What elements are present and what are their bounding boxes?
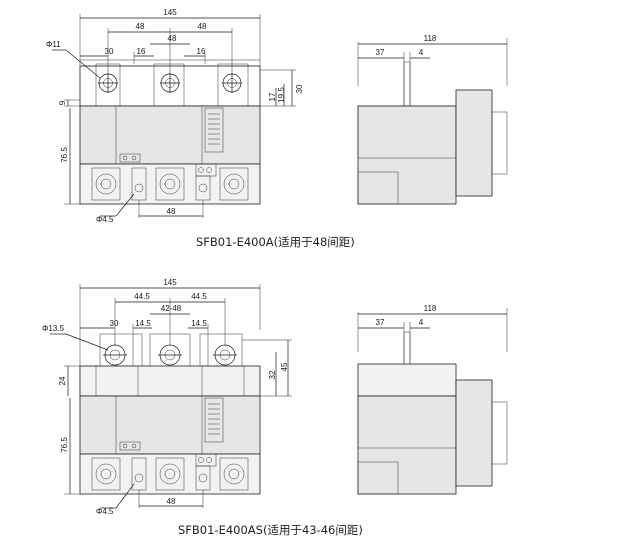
- dim-spacing-42-48: 42-48: [161, 304, 182, 313]
- dim-spacing-48: 48: [136, 22, 145, 31]
- dim-bottom-48: 48: [167, 207, 176, 216]
- dim-height-76-5: 76.5: [60, 147, 69, 163]
- dim-offset-14-5: 14.5: [191, 319, 207, 328]
- dim-side-4: 4: [419, 48, 424, 57]
- dim-left-9: 9: [58, 100, 67, 105]
- dim-side-37: 37: [376, 318, 385, 327]
- dim-spacing-48: 48: [198, 22, 207, 31]
- dim-height-76-5: 76.5: [60, 437, 69, 453]
- caption-view-a: SFB01-E400A(适用于48间距): [196, 235, 355, 249]
- dim-hole-diameter: Φ13.5: [42, 324, 65, 333]
- dim-right-32: 32: [268, 370, 277, 379]
- dim-offset-30: 30: [105, 47, 114, 56]
- dim-right-30: 30: [295, 84, 304, 93]
- dim-right-19-5: 19.5: [277, 87, 286, 103]
- dim-side-4: 4: [419, 318, 424, 327]
- dim-offset-30: 30: [110, 319, 119, 328]
- dim-small-hole: Φ4.5: [96, 507, 114, 516]
- dim-spacing-44-5: 44.5: [191, 292, 207, 301]
- dim-right-17: 17: [268, 92, 277, 101]
- dim-spacing-44-5: 44.5: [134, 292, 150, 301]
- dim-offset-16: 16: [137, 47, 146, 56]
- front-view-a: 145 48 48 48 30 16 16 Φ11 9 17 19.5 30 7…: [46, 8, 304, 224]
- dim-width-145: 145: [163, 8, 177, 17]
- front-view-as: 145 44.5 44.5 42-48 30 14.5 14.5 Φ13.5 2…: [42, 278, 292, 516]
- side-view-as: 118 37 4: [357, 304, 508, 495]
- side-view-a: 118 37 4: [357, 34, 508, 205]
- dim-side-37: 37: [376, 48, 385, 57]
- dim-left-24: 24: [58, 376, 67, 385]
- dim-hole-diameter: Φ11: [46, 40, 61, 49]
- dim-small-hole: Φ4.5: [96, 215, 114, 224]
- dim-width-145: 145: [163, 278, 177, 287]
- dim-bottom-48: 48: [167, 497, 176, 506]
- dim-right-45: 45: [280, 362, 289, 371]
- dim-side-118: 118: [424, 304, 437, 313]
- dim-spacing-48: 48: [168, 34, 177, 43]
- dim-offset-14-5: 14.5: [135, 319, 151, 328]
- dim-offset-16: 16: [197, 47, 206, 56]
- dim-side-118: 118: [424, 34, 437, 43]
- caption-view-as: SFB01-E400AS(适用于43-46间距): [178, 523, 363, 537]
